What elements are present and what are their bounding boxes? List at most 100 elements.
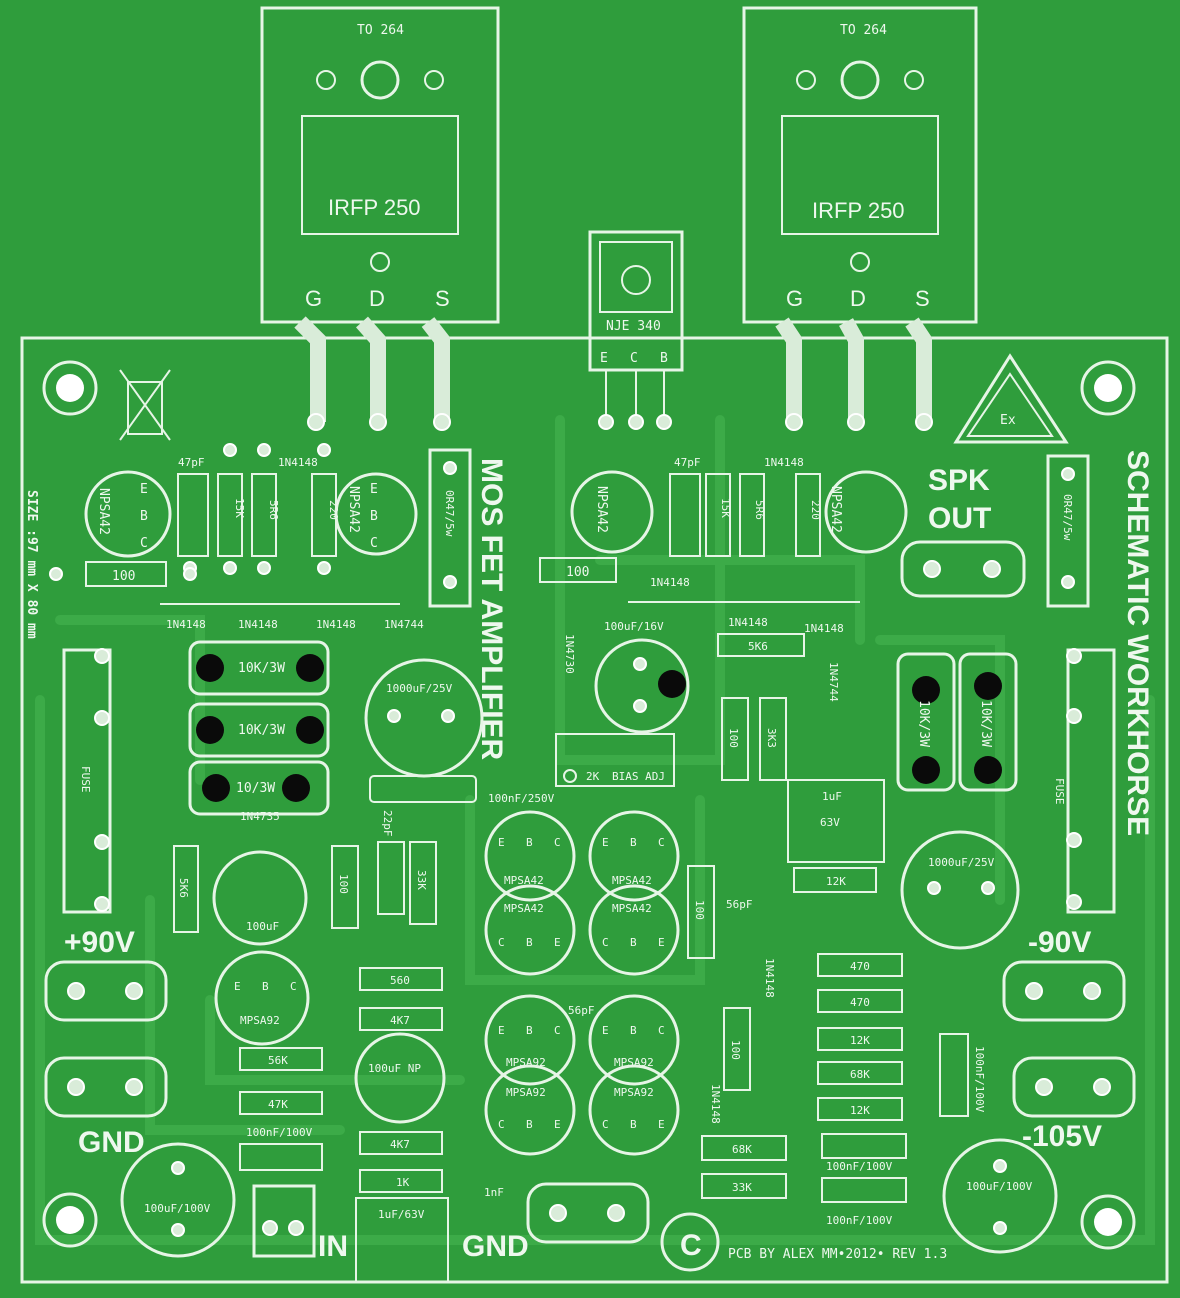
- d1n4148-v2-label: 1N4148: [709, 1084, 722, 1124]
- cap-100uf100-right: 100uF/100V: [942, 1138, 1058, 1254]
- diode-l4-label: 1N4744: [384, 618, 424, 631]
- fuse-left-label: FUSE: [79, 766, 92, 793]
- r0r47-right-label: 0R47/5w: [1061, 494, 1074, 541]
- cap-1000uf-left: 1000uF/25V: [364, 658, 484, 778]
- d1n4744-right-label: 1N4744: [827, 662, 840, 702]
- cap-100uf100-left: 100uF/100V: [120, 1142, 236, 1258]
- mpsa92-c-b: B: [526, 1118, 533, 1131]
- terminals: [44, 960, 1136, 1258]
- mpsa92-l-b: B: [262, 980, 269, 993]
- cap-100uf-label: 100uF: [246, 920, 279, 933]
- r3k3-v-label: 3K3: [765, 728, 778, 748]
- mpsa92-b-e: E: [602, 1024, 609, 1037]
- cap-100uf100-right-label: 100uF/100V: [966, 1180, 1033, 1193]
- cap-1uf-voltage: 63V: [820, 816, 840, 829]
- mosfet-right: TO 264 IRFP 250 G D S: [742, 6, 978, 431]
- mpsa42-d-b: B: [630, 936, 637, 949]
- c56pf-b-label: 56pF: [568, 1004, 595, 1017]
- mosfet-left-pin-d: D: [369, 286, 385, 311]
- r4k7-b-label: 4K7: [390, 1138, 410, 1151]
- diode-r3-label: 1N4148: [804, 622, 844, 635]
- mpsa92-b-b: B: [630, 1024, 637, 1037]
- r10k3w-a-label: 10K/3W: [238, 661, 285, 676]
- q-tl1-e: E: [140, 482, 148, 497]
- weee-bin-icon: [119, 369, 171, 441]
- mpsa42-b-e: E: [602, 836, 609, 849]
- c47pf-right-label: 47pF: [674, 456, 701, 469]
- r5k6-mid-label: 5K6: [748, 640, 768, 653]
- fuse-left: FUSE: [62, 648, 112, 914]
- c47pf-left-label: 47pF: [178, 456, 205, 469]
- mosfet-left-part: IRFP 250: [328, 195, 421, 220]
- cap-100uf16-label: 100uF/16V: [604, 620, 664, 633]
- d1n4148-v1-label: 1N4148: [763, 958, 776, 998]
- mpsa42-a-label: MPSA42: [504, 874, 544, 887]
- mpsa42-c-label: MPSA42: [504, 902, 544, 915]
- mpsa92-d-label: MPSA92: [614, 1086, 654, 1099]
- svg-text:Ex: Ex: [1000, 413, 1016, 428]
- mpsa42-d-label: MPSA42: [612, 902, 652, 915]
- mpsa92-c-label: MPSA92: [506, 1086, 546, 1099]
- q-top-right-2: NPSA42: [824, 470, 908, 554]
- r100-left-label: 100: [112, 569, 135, 584]
- mosfet-left-pin-s: S: [435, 286, 450, 311]
- r1k-label: 1K: [396, 1176, 410, 1189]
- credit-text: PCB BY ALEX MM•2012• REV 1.3: [728, 1247, 947, 1262]
- bias-adj-value: 2K: [586, 770, 600, 783]
- mpsa92-group: E B C MPSA92 E B C MPSA92 MPSA92 C B E M…: [484, 994, 680, 1156]
- r100-mid-label: 100: [566, 565, 589, 580]
- cap-100uf-16v: 100uF/16V: [594, 620, 690, 734]
- r15k-left-label: 15K: [233, 498, 246, 518]
- cap-1000uf-right: 1000uF/25V: [900, 830, 1020, 950]
- logo-triangle-icon: Ex: [953, 353, 1069, 444]
- title-schematic-workhorse: SCHEMATIC WORKHORSE: [1121, 450, 1154, 836]
- q-tl2-e: E: [370, 482, 378, 497]
- bias-adj-label: BIAS ADJ: [612, 770, 665, 783]
- mpsa92-d-b: B: [630, 1118, 637, 1131]
- right-resistor-stack: 470 470 12K 68K 12K: [817, 953, 903, 1121]
- mosfet-left-pin-g: G: [305, 286, 322, 311]
- r68k-b-label: 68K: [732, 1143, 752, 1156]
- in-label: IN: [318, 1230, 348, 1263]
- d1n4730-label: 1N4730: [563, 634, 576, 674]
- r560-label: 560: [390, 974, 410, 987]
- q-top-right-1: NPSA42: [570, 470, 654, 554]
- r10k3w-b-label: 10K/3W: [238, 723, 285, 738]
- q-tr2-label: NPSA42: [828, 486, 843, 533]
- cap-100nf250-label: 100nF/250V: [488, 792, 555, 805]
- mpsa42-group: E B C MPSA42 E B C MPSA42 MPSA42 C B E M…: [484, 810, 680, 976]
- driver-pin-e: E: [600, 351, 608, 366]
- gnd-label-bottom: GND: [462, 1230, 529, 1263]
- out-label: OUT: [928, 502, 991, 535]
- mpsa92-d-e: E: [658, 1118, 665, 1131]
- c1nf-label: 1nF: [484, 1186, 504, 1199]
- d1n4735-label: 1N4735: [240, 810, 280, 823]
- d1n4148-top-right-label: 1N4148: [764, 456, 804, 469]
- title-mos-fet-amplifier: MOS FET AMPLIFIER: [475, 458, 508, 761]
- c100nf100-r2-label: 100nF/100V: [826, 1214, 893, 1227]
- driver-pin-b: B: [660, 351, 668, 366]
- mpsa92-a-b: B: [526, 1024, 533, 1037]
- mosfet-right-package: TO 264: [840, 23, 887, 38]
- mpsa42-d-e: E: [658, 936, 665, 949]
- c56pf-a-label: 56pF: [726, 898, 753, 911]
- mpsa42-c-b: B: [526, 936, 533, 949]
- cap-1000uf-left-label: 1000uF/25V: [386, 682, 453, 695]
- driver-part: NJE 340: [606, 319, 661, 334]
- mosfet-right-pin-g: G: [786, 286, 803, 311]
- mosfet-right-pin-s: S: [915, 286, 930, 311]
- driver-transistor: NJE 340 E C B: [588, 230, 684, 430]
- mpsa92-c-e: E: [554, 1118, 561, 1131]
- q-tl1-c: C: [140, 536, 148, 551]
- bias-adj-trimmer[interactable]: 2K BIAS ADJ: [555, 733, 675, 787]
- r220-right-label: 220: [809, 500, 822, 520]
- c100nf100-left-label: 100nF/100V: [246, 1126, 313, 1139]
- size-label: SIZE :97 mm X 80 mm: [24, 490, 39, 639]
- r10-3w-label: 10/3W: [236, 781, 275, 796]
- mpsa92-l-c: C: [290, 980, 297, 993]
- q-tl1-label: NPSA42: [96, 488, 111, 535]
- r100-d-label: 100: [729, 1040, 742, 1060]
- mosfet-right-pin-d: D: [850, 286, 866, 311]
- c22pf-label: 22pF: [381, 810, 394, 837]
